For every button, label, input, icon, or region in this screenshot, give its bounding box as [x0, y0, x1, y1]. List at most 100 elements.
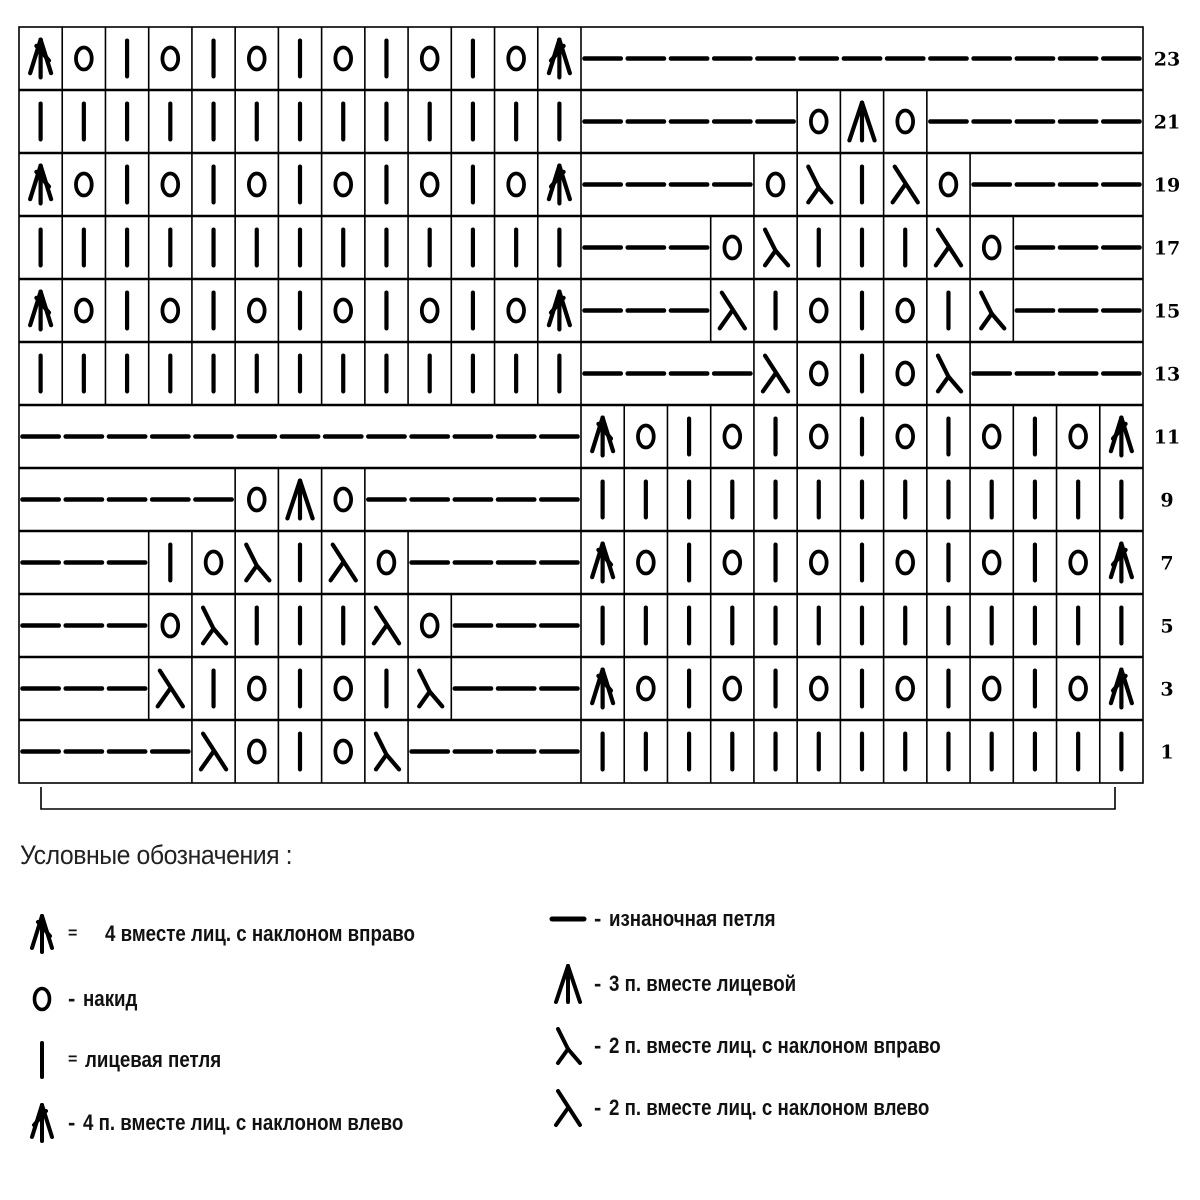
yarn-over-icon	[247, 738, 267, 765]
yarn-over-icon	[636, 423, 656, 450]
yarn-over-icon	[809, 423, 829, 450]
row-number: 11	[1154, 427, 1180, 449]
left-4-together-icon	[1108, 541, 1134, 584]
yarn-over-icon	[636, 675, 656, 702]
right-4-together-icon	[590, 541, 616, 584]
yarn-over-icon	[333, 738, 353, 765]
legend-item-3-together: - 3 п. вместе лицевой	[548, 962, 829, 1006]
yarn-over-icon	[809, 297, 829, 324]
legend-item-purl-stitch: - изнаночная петля	[548, 897, 805, 941]
right-2-together-icon	[979, 290, 1007, 331]
left-2-together-icon	[890, 164, 920, 205]
left-2-together-icon	[760, 353, 791, 394]
yarn-over-icon	[160, 171, 181, 198]
row-number: 13	[1154, 364, 1180, 386]
left-2-together-icon	[198, 731, 229, 772]
left-2-together-icon	[371, 605, 402, 646]
legend-label: 2 п. вместе лиц. с наклоном вправо	[609, 1033, 941, 1058]
yarn-over-icon	[247, 675, 267, 702]
yarn-over-icon	[333, 675, 353, 702]
yarn-over-icon	[247, 171, 267, 198]
left-2-together-icon	[548, 1086, 588, 1130]
right-4-together-icon	[28, 37, 54, 80]
yarn-over-icon	[895, 297, 915, 324]
right-2-together-icon	[373, 731, 402, 772]
yarn-over-icon	[809, 675, 829, 702]
left-2-together-icon	[328, 542, 358, 583]
yarn-over-icon	[160, 297, 181, 324]
yarn-over-icon	[506, 45, 526, 72]
yarn-over-icon	[981, 234, 1002, 261]
yarn-over-icon	[981, 549, 1002, 576]
right-2-together-icon	[935, 353, 964, 394]
row-number: 3	[1160, 679, 1173, 701]
legend-label: лицевая петля	[85, 1047, 222, 1072]
yarn-over-icon	[419, 297, 440, 324]
right-2-together-icon	[244, 542, 272, 583]
row-number: 15	[1154, 301, 1180, 323]
row-number: 23	[1154, 49, 1180, 71]
yarn-over-icon	[895, 675, 915, 702]
yarn-over-icon	[333, 45, 353, 72]
left-4-together-icon	[546, 163, 572, 206]
yarn-over-icon	[938, 171, 959, 198]
legend-item-left-2-together: - 2 п. вместе лиц. с наклоном влево	[548, 1086, 986, 1130]
left-4-together-icon	[22, 1101, 62, 1145]
yarn-over-icon	[1068, 423, 1088, 450]
yarn-over-icon	[160, 612, 181, 639]
left-4-together-icon	[546, 289, 572, 332]
yarn-over-icon	[895, 423, 915, 450]
legend-label: 4 вместе лиц. с наклоном вправо	[105, 921, 416, 946]
three-together-icon	[285, 478, 315, 521]
right-2-together-icon	[762, 227, 791, 268]
yarn-over-icon	[722, 549, 743, 576]
yarn-over-icon	[809, 549, 829, 576]
yarn-over-icon	[981, 423, 1002, 450]
row-number: 5	[1160, 616, 1173, 638]
legend-label: 3 п. вместе лицевой	[609, 971, 797, 996]
legend-separator: =	[68, 925, 78, 942]
row-number: 1	[1160, 742, 1173, 764]
legend-item-yarn-over: - накид	[22, 977, 147, 1021]
legend-item-knit-stitch: = лицевая петля	[22, 1038, 246, 1082]
left-2-together-icon	[933, 227, 964, 268]
right-4-together-icon	[28, 163, 54, 206]
yarn-over-icon	[722, 675, 743, 702]
legend-item-right-2-together: - 2 п. вместе лиц. с наклоном вправо	[548, 1024, 1000, 1068]
left-2-together-icon	[717, 290, 748, 331]
yarn-over-icon	[419, 612, 440, 639]
yarn-over-icon	[895, 549, 915, 576]
legend-separator: -	[594, 1095, 602, 1120]
legend-separator: -	[594, 1033, 602, 1058]
right-2-together-icon	[548, 1024, 588, 1068]
row-number: 7	[1160, 553, 1173, 575]
row-number: 9	[1160, 490, 1173, 512]
legend-separator: -	[68, 986, 76, 1011]
right-4-together-icon	[590, 415, 616, 458]
right-4-together-icon	[28, 289, 54, 332]
left-4-together-icon	[546, 37, 572, 80]
yarn-over-icon	[1068, 675, 1088, 702]
legend-separator: =	[68, 1051, 78, 1068]
legend-item-left-4-together: - 4 п. вместе лиц. с наклоном влево	[22, 1101, 460, 1145]
right-4-together-icon	[22, 912, 62, 956]
left-2-together-icon	[155, 668, 186, 709]
right-2-together-icon	[417, 668, 445, 709]
yarn-over-icon	[22, 977, 62, 1021]
row-number: 21	[1154, 112, 1180, 134]
yarn-over-icon	[809, 360, 829, 387]
yarn-over-icon	[333, 486, 353, 513]
repeat-bracket	[40, 787, 1116, 810]
yarn-over-icon	[722, 234, 743, 261]
yarn-over-icon	[74, 297, 94, 324]
yarn-over-icon	[376, 549, 397, 576]
legend-separator: -	[594, 906, 602, 931]
legend-label: накид	[83, 986, 138, 1011]
yarn-over-icon	[203, 549, 224, 576]
yarn-over-icon	[419, 171, 440, 198]
legend-label: 2 п. вместе лиц. с наклоном влево	[609, 1095, 930, 1120]
row-number: 19	[1154, 175, 1180, 197]
three-together-icon	[548, 962, 588, 1006]
yarn-over-icon	[895, 360, 915, 387]
